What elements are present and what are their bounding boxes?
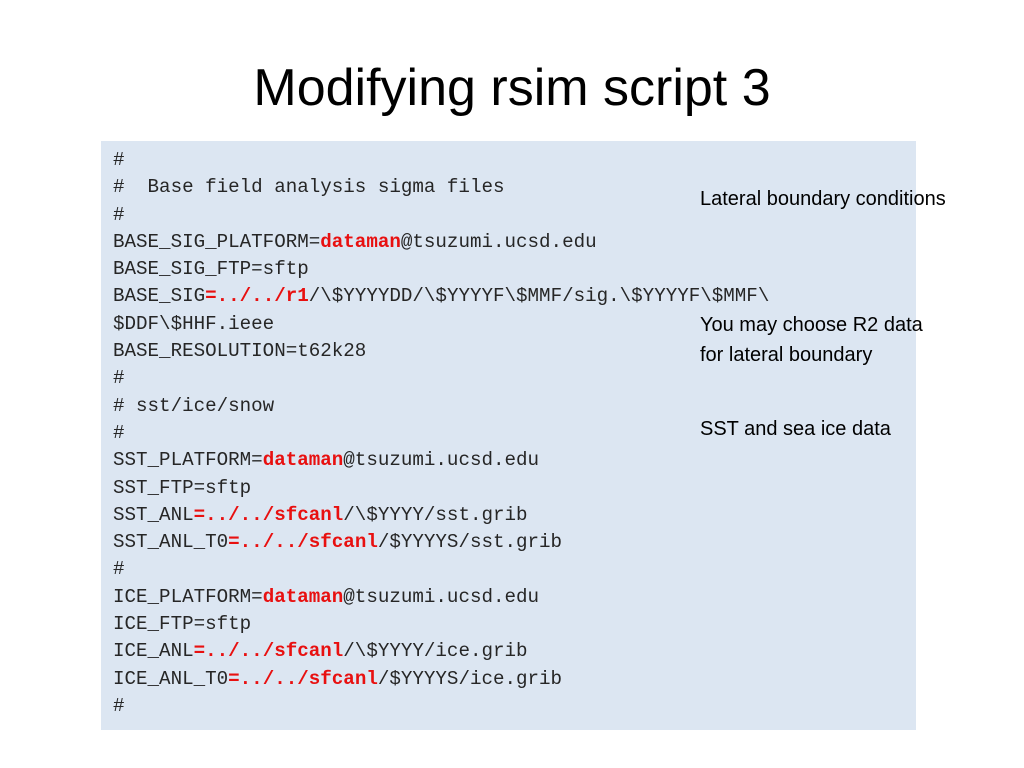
code-text: /$YYYYS/sst.grib (377, 531, 563, 554)
code-text: SST_ANL_T0 (113, 531, 229, 554)
code-line: SST_ANL_T0=../../sfcanl/$YYYYS/sst.grib (113, 529, 916, 556)
slide-title: Modifying rsim script 3 (253, 59, 771, 117)
code-text: @tsuzumi.ucsd.edu (400, 230, 597, 253)
code-highlight: =../../sfcanl (193, 640, 344, 663)
code-line: # Base field analysis sigma files (113, 174, 916, 201)
code-text: BASE_SIG_FTP=sftp (113, 258, 309, 281)
code-text: /\$YYYY/ice.grib (343, 640, 528, 663)
code-text: # (113, 367, 125, 390)
code-text: BASE_SIG_PLATFORM= (113, 230, 321, 253)
code-text: # (113, 421, 125, 444)
code-text: BASE_SIG (113, 285, 206, 308)
code-line: BASE_SIG_PLATFORM=dataman@tsuzumi.ucsd.e… (113, 229, 916, 256)
code-text: $DDF\$HHF.ieee (113, 312, 275, 335)
code-line: # (113, 693, 916, 720)
code-line: BASE_RESOLUTION=t62k28 (113, 338, 916, 365)
code-line: SST_ANL=../../sfcanl/\$YYYY/sst.grib (113, 502, 916, 529)
code-text: # (113, 694, 125, 717)
code-text: # (113, 149, 125, 171)
code-text: @tsuzumi.ucsd.edu (343, 449, 540, 472)
code-block: # # Base field analysis sigma files # BASE_… (101, 141, 916, 730)
code-text: @tsuzumi.ucsd.edu (343, 585, 540, 608)
code-line: $DDF\$HHF.ieee (113, 311, 916, 338)
code-text: ICE_FTP=sftp (113, 613, 252, 636)
note-choose-r2: You may choose R2 data for lateral bound… (700, 314, 923, 366)
code-highlight: dataman (262, 585, 344, 608)
code-line: BASE_SIG_FTP=sftp (113, 256, 916, 283)
code-text: /\$YYYYDD/\$YYYYF\$MMF/sig.\$YYYYF\$MMF\ (308, 285, 770, 308)
code-line: # (113, 420, 916, 447)
code-line: ICE_ANL_T0=../../sfcanl/$YYYYS/ice.grib (113, 666, 916, 693)
code-line: # (113, 556, 916, 583)
code-text: ICE_ANL (113, 640, 194, 663)
code-highlight: =../../r1 (205, 285, 309, 308)
code-line: # sst/ice/snow (113, 393, 916, 420)
code-text: /$YYYYS/ice.grib (377, 667, 563, 690)
code-line: # (113, 202, 916, 229)
code-highlight: dataman (320, 230, 401, 253)
code-highlight: dataman (262, 449, 344, 472)
code-text: BASE_RESOLUTION=t62k28 (113, 340, 367, 363)
code-line: SST_FTP=sftp (113, 475, 916, 502)
code-text: # (113, 558, 125, 581)
code-highlight: =../../sfcanl (228, 531, 378, 554)
code-line: ICE_FTP=sftp (113, 611, 916, 638)
code-highlight: =../../sfcanl (193, 503, 344, 526)
code-line: BASE_SIG=../../r1/\$YYYYDD/\$YYYYF\$MMF/… (113, 283, 916, 310)
code-highlight: =../../sfcanl (228, 667, 378, 690)
code-text: # sst/ice/snow (113, 394, 275, 417)
code-text: ICE_ANL_T0 (113, 667, 229, 690)
code-line: # (113, 147, 916, 174)
code-text: SST_FTP=sftp (113, 476, 252, 499)
code-text: SST_ANL (113, 503, 194, 526)
code-text: # (113, 203, 125, 226)
code-line: ICE_PLATFORM=dataman@tsuzumi.ucsd.edu (113, 584, 916, 611)
code-line: SST_PLATFORM=dataman@tsuzumi.ucsd.edu (113, 447, 916, 474)
note-sst-ice: SST and sea ice data (700, 418, 891, 440)
code-text: # Base field analysis sigma files (113, 176, 505, 199)
code-text: /\$YYYY/sst.grib (343, 503, 528, 526)
code-line: # (113, 365, 916, 392)
note-lateral-boundary: Lateral boundary conditions (700, 188, 946, 210)
code-text: SST_PLATFORM= (113, 449, 263, 472)
code-text: ICE_PLATFORM= (113, 585, 263, 608)
code-line: ICE_ANL=../../sfcanl/\$YYYY/ice.grib (113, 638, 916, 665)
